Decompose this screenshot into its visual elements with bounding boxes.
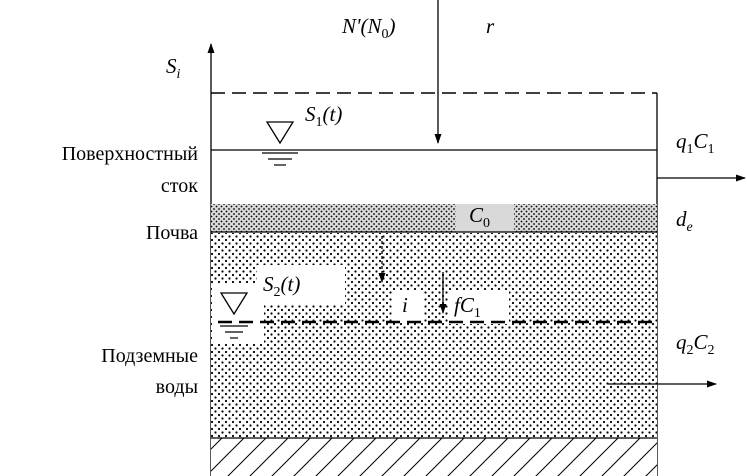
surface-level-label: S1(t) (305, 102, 342, 130)
rain-label: r (486, 14, 495, 38)
groundwater-label-line2: воды (156, 376, 198, 398)
axis-label: Si (166, 54, 181, 82)
fc1-label-clearing (449, 290, 509, 324)
groundwater-layer (211, 233, 657, 438)
soil-layer (211, 204, 657, 232)
soil-depth-label: de (676, 207, 693, 235)
infiltration-label: i (402, 293, 408, 317)
groundwater-level-marker-icon (219, 292, 249, 339)
groundwater-label-line1: Подземные (101, 345, 198, 367)
soil-label: Почва (146, 222, 198, 244)
surface-runoff-label-line2: сток (161, 175, 198, 197)
ground-level-label: S2(t) (263, 272, 300, 300)
bedrock-layer (211, 438, 657, 476)
leaching-label: fC1 (454, 293, 481, 321)
inflow-label: N'(N0) (341, 14, 396, 42)
water-level-marker-icon (262, 121, 298, 166)
surface-outflow-label: q1C1 (676, 129, 715, 157)
groundwater-outflow-label: q2C2 (676, 330, 715, 358)
i-label-clearing (393, 290, 423, 323)
soil-concentration-label: C0 (469, 203, 490, 231)
s2-label-clearing (257, 265, 345, 305)
soil-concentration-patch (456, 204, 514, 232)
surface-runoff-label-line1: Поверхностный (62, 143, 199, 165)
